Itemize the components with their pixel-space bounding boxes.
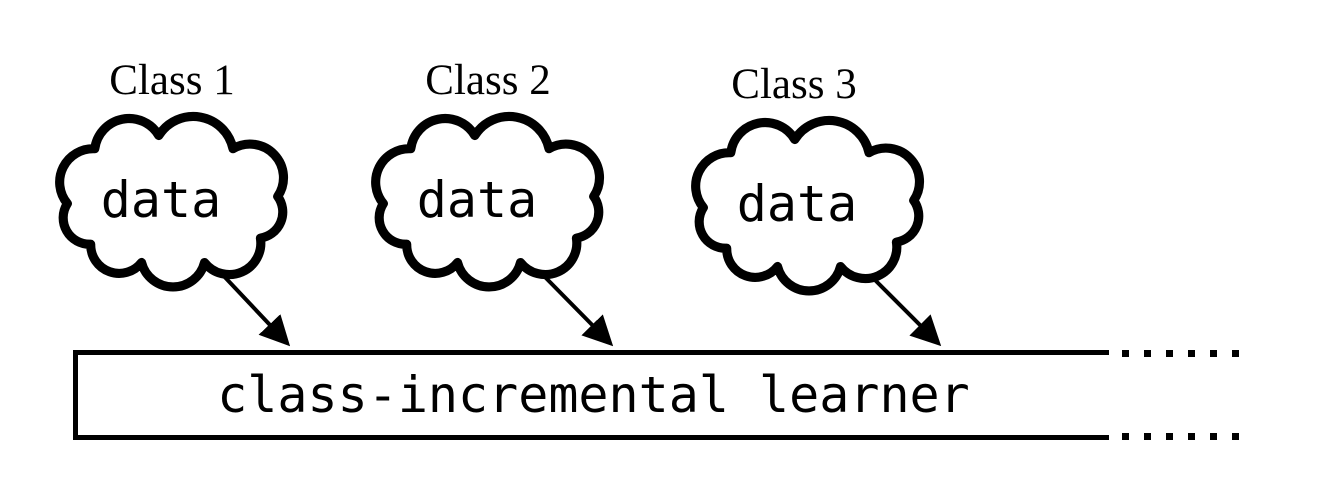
dotted-continuation-bottom — [1122, 433, 1242, 440]
cloud-group-class-3: Class 3 data — [682, 62, 934, 312]
cloud-group-class-1: Class 1 data — [46, 58, 298, 308]
class-1-label: Class 1 — [109, 57, 235, 104]
cloud-group-class-2: Class 2 data — [362, 58, 614, 308]
cloud-outline — [371, 111, 605, 292]
dotted-continuation-top — [1122, 350, 1242, 357]
cloud-icon — [55, 111, 289, 292]
class-3-label: Class 3 — [731, 61, 857, 108]
cloud-icon — [371, 111, 605, 292]
cloud-3-data-label: data — [736, 175, 858, 233]
cloud-outline — [691, 115, 925, 296]
cloud-outline — [55, 111, 289, 292]
class-incremental-learner-box: class-incremental learner — [73, 350, 1109, 440]
cloud-2-data-label: data — [416, 171, 538, 229]
learner-box-label: class-incremental learner — [217, 366, 970, 424]
cloud-icon — [691, 115, 925, 296]
cloud-1-data-label: data — [100, 171, 222, 229]
class-2-label: Class 2 — [425, 57, 551, 104]
